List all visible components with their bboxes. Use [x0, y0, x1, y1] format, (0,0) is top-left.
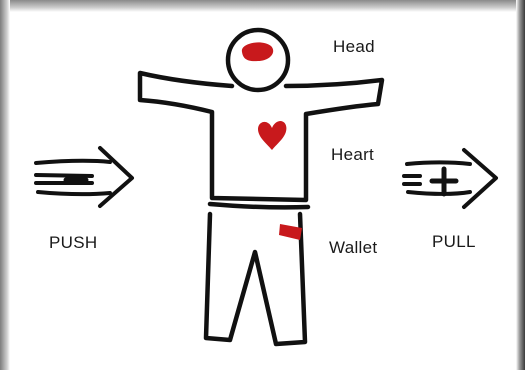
belt-line	[210, 204, 308, 207]
head-label: Head	[333, 37, 375, 57]
pull-label: PULL	[432, 232, 476, 252]
push-label: PUSH	[49, 233, 97, 253]
wallet-label: Wallet	[329, 238, 377, 258]
minus-arrow-icon	[36, 148, 132, 206]
heart-icon	[258, 121, 286, 150]
brain-icon	[242, 42, 273, 61]
heart-label: Heart	[331, 145, 374, 165]
plus-arrow-icon	[404, 150, 496, 207]
